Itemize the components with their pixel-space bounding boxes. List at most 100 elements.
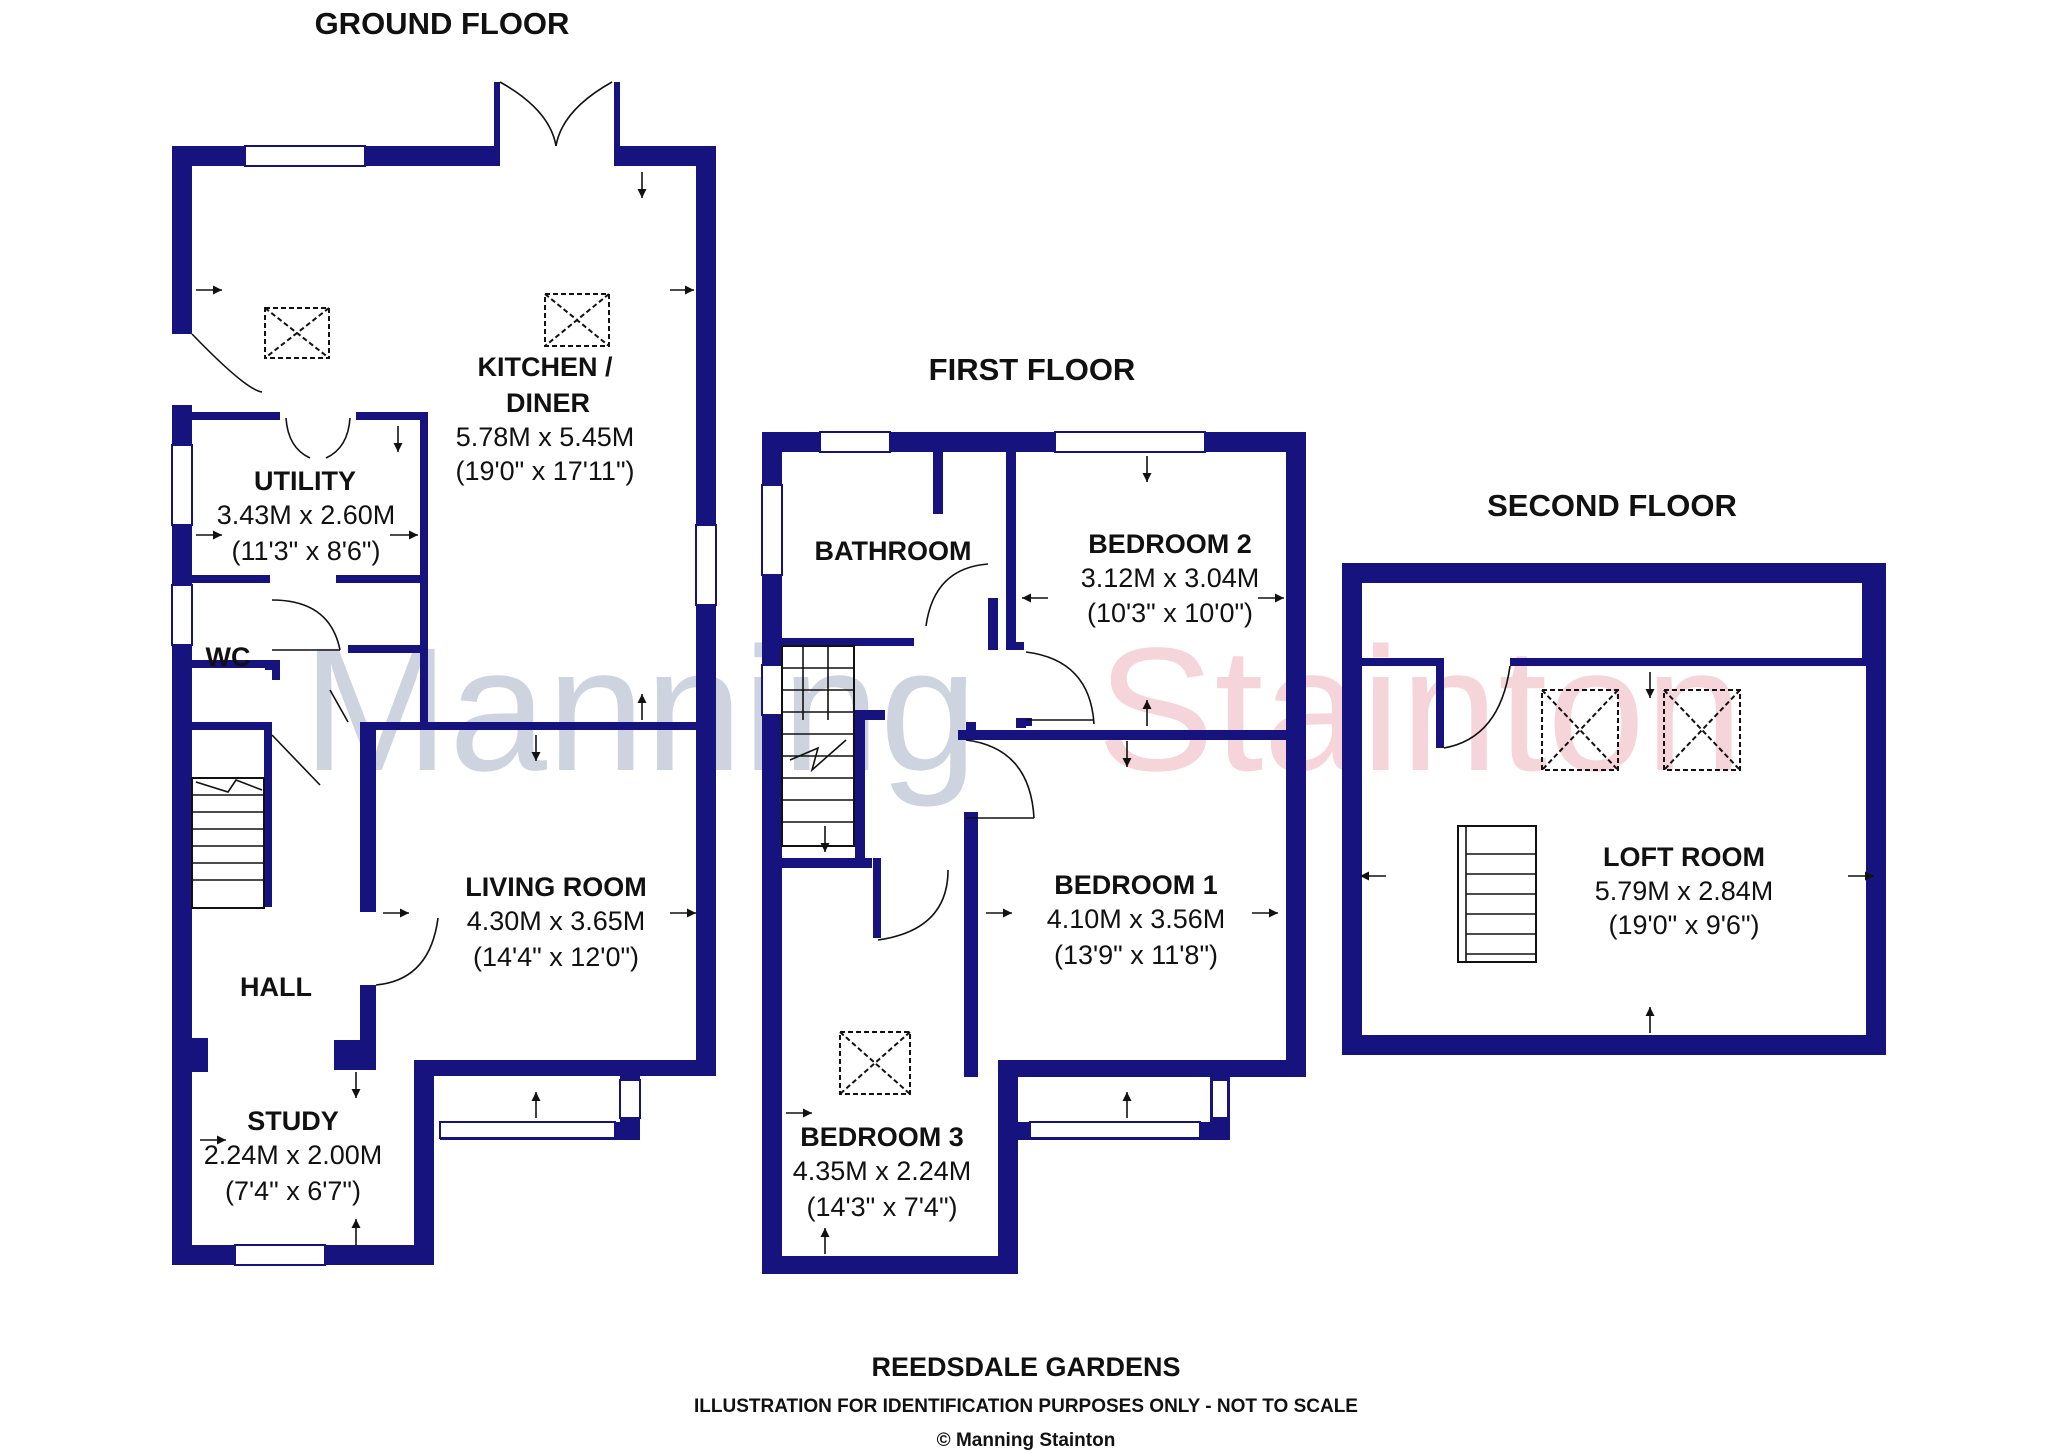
dimension-arrow-icon bbox=[1645, 672, 1655, 698]
loft-room-name: LOFT ROOM bbox=[1603, 842, 1765, 872]
dimension-arrow-icon bbox=[1360, 871, 1386, 881]
study-name: STUDY bbox=[247, 1106, 339, 1136]
first-floor-plan bbox=[761, 431, 1306, 1274]
dimension-arrow-icon bbox=[200, 1135, 226, 1145]
staircase bbox=[1457, 825, 1537, 963]
dimension-arrow-icon bbox=[786, 1108, 812, 1118]
dimension-arrow-icon bbox=[1122, 741, 1132, 767]
dimension-arrow-icon bbox=[1848, 871, 1874, 881]
utility-name: UTILITY bbox=[254, 466, 356, 496]
dimension-arrow-icon bbox=[637, 172, 647, 198]
loft-room-imperial: (19'0" x 9'6") bbox=[1608, 910, 1759, 940]
kitchen-name-1: KITCHEN / bbox=[478, 352, 613, 382]
door-swing bbox=[1025, 651, 1095, 725]
dimension-arrow-icon bbox=[986, 908, 1012, 918]
dimension-arrows bbox=[196, 172, 1874, 1254]
dimension-arrow-icon bbox=[531, 1092, 541, 1118]
dimension-arrow-icon bbox=[670, 285, 694, 295]
dimension-arrow-icon bbox=[383, 908, 409, 918]
bedroom2-name: BEDROOM 2 bbox=[1088, 529, 1252, 559]
living-room-name: LIVING ROOM bbox=[465, 872, 647, 902]
door-swing bbox=[191, 333, 263, 393]
skylight-icon bbox=[1663, 689, 1741, 771]
study-metric: 2.24M x 2.00M bbox=[204, 1140, 383, 1170]
door-swing bbox=[271, 599, 341, 651]
door-swing bbox=[325, 417, 351, 459]
dimension-arrow-icon bbox=[351, 1219, 361, 1245]
dimension-arrow-icon bbox=[637, 694, 647, 720]
door-swing bbox=[965, 739, 1035, 819]
window bbox=[819, 431, 891, 453]
ground-floor-plan bbox=[171, 81, 717, 1266]
window bbox=[761, 664, 783, 716]
dimension-arrow-icon bbox=[820, 1228, 830, 1254]
window bbox=[1054, 431, 1206, 453]
skylight-icon bbox=[544, 293, 610, 347]
disclaimer: ILLUSTRATION FOR IDENTIFICATION PURPOSES… bbox=[694, 1396, 1358, 1417]
dimension-arrow-icon bbox=[390, 530, 418, 540]
living-room-metric: 4.30M x 3.65M bbox=[467, 906, 646, 936]
bedroom3-name: BEDROOM 3 bbox=[800, 1122, 964, 1152]
dimension-arrow-icon bbox=[1258, 593, 1284, 603]
dimension-arrow-icon bbox=[820, 826, 830, 852]
bedroom1-metric: 4.10M x 3.56M bbox=[1047, 904, 1226, 934]
staircase bbox=[191, 777, 265, 909]
bedroom3-imperial: (14'3" x 7'4") bbox=[806, 1192, 957, 1222]
bedroom2-imperial: (10'3" x 10'0") bbox=[1087, 598, 1253, 628]
copyright: © Manning Stainton bbox=[937, 1430, 1116, 1451]
skylight-icon bbox=[264, 307, 330, 359]
door-swing bbox=[499, 81, 557, 147]
loft-room-metric: 5.79M x 2.84M bbox=[1595, 876, 1774, 906]
dimension-arrow-icon bbox=[670, 908, 696, 918]
window bbox=[761, 484, 783, 576]
window bbox=[244, 145, 366, 167]
bedroom1-name: BEDROOM 1 bbox=[1054, 870, 1218, 900]
window bbox=[171, 444, 193, 526]
dimension-arrow-icon bbox=[196, 285, 222, 295]
wc-name: WC bbox=[206, 642, 251, 672]
ground-floor-title: GROUND FLOOR bbox=[315, 6, 570, 41]
window bbox=[1029, 1121, 1201, 1139]
door-swing bbox=[555, 81, 613, 147]
window bbox=[439, 1121, 616, 1139]
bedroom2-metric: 3.12M x 3.04M bbox=[1081, 563, 1260, 593]
dimension-arrow-icon bbox=[1252, 908, 1278, 918]
staircase bbox=[781, 645, 855, 847]
kitchen-imperial: (19'0" x 17'11") bbox=[455, 456, 634, 486]
property-name: REEDSDALE GARDENS bbox=[871, 1352, 1180, 1382]
study-imperial: (7'4" x 6'7") bbox=[225, 1176, 361, 1206]
skylight-icon bbox=[839, 1031, 911, 1095]
watermark-part2: Stainton bbox=[1097, 612, 1743, 808]
window bbox=[619, 1079, 641, 1119]
living-room-imperial: (14'4" x 12'0") bbox=[473, 942, 639, 972]
dimension-arrow-icon bbox=[1142, 700, 1152, 726]
window bbox=[695, 524, 717, 606]
bedroom1-imperial: (13'9" x 11'8") bbox=[1054, 940, 1218, 970]
dimension-arrow-icon bbox=[1022, 593, 1048, 603]
dimension-arrow-icon bbox=[531, 735, 541, 761]
door-swing bbox=[285, 417, 311, 459]
second-floor-plan bbox=[1342, 563, 1886, 1055]
bedroom3-metric: 4.35M x 2.24M bbox=[793, 1156, 972, 1186]
hall-name: HALL bbox=[240, 972, 312, 1002]
dimension-arrow-icon bbox=[351, 1072, 361, 1098]
dimension-arrow-icon bbox=[1645, 1007, 1655, 1033]
dimension-arrow-icon bbox=[196, 530, 222, 540]
bathroom-name: BATHROOM bbox=[815, 536, 972, 566]
kitchen-name-2: DINER bbox=[506, 388, 590, 418]
window bbox=[1211, 1079, 1229, 1119]
utility-metric: 3.43M x 2.60M bbox=[217, 500, 396, 530]
kitchen-metric: 5.78M x 5.45M bbox=[456, 422, 635, 452]
dimension-arrow-icon bbox=[1142, 456, 1152, 482]
first-floor-title: FIRST FLOOR bbox=[929, 352, 1136, 387]
second-floor-title: SECOND FLOOR bbox=[1487, 488, 1737, 523]
watermark: Manning Stainton bbox=[302, 612, 1742, 808]
dimension-arrow-icon bbox=[1122, 1092, 1132, 1118]
door-swing bbox=[375, 917, 439, 986]
utility-imperial: (11'3" x 8'6") bbox=[231, 536, 380, 566]
door-swing bbox=[1443, 665, 1511, 749]
door-swing bbox=[877, 869, 949, 941]
skylight-icon bbox=[1541, 689, 1619, 771]
window bbox=[234, 1244, 326, 1266]
